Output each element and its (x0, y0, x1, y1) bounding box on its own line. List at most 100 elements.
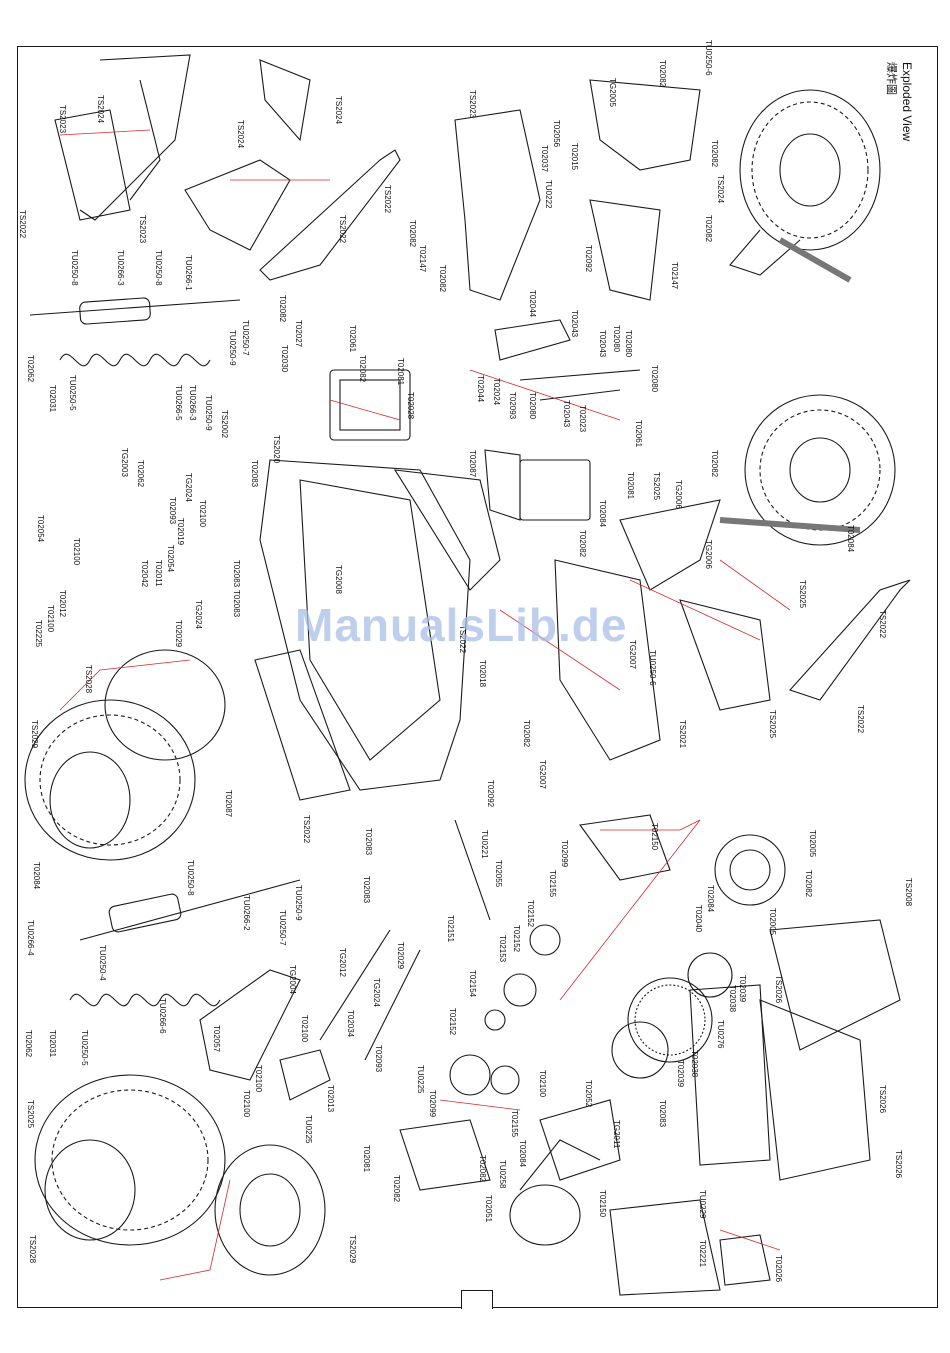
part-label: TS2025 (768, 710, 777, 739)
part-label: TU0250-9 (228, 330, 237, 366)
part-label: TS2023 (468, 90, 477, 119)
part-label: T02092 (486, 780, 495, 808)
part-label: T02044 (476, 375, 485, 403)
front-arm-lower (619, 499, 911, 711)
part-label: TU0225 (304, 1115, 313, 1144)
part-label: TG2005 (608, 78, 617, 107)
part-label: TU0250-8 (186, 860, 195, 896)
part-label: TU0266-1 (184, 255, 193, 291)
part-label: T02040 (694, 905, 703, 933)
part-label: TS2025 (652, 472, 661, 501)
part-label: T02012 (58, 590, 67, 618)
part-label: TS2028 (28, 1235, 37, 1264)
part-label: T02100 (300, 1015, 309, 1043)
part-label: T02062 (24, 1030, 33, 1058)
part-label: TG2024 (194, 600, 203, 629)
part-label: T02052 (584, 1080, 593, 1108)
part-label: T02082 (392, 1175, 401, 1203)
part-label: TS2029 (348, 1235, 357, 1264)
part-label: TS2026 (894, 1150, 903, 1179)
part-label: TU0250-6 (648, 650, 657, 686)
part-label: T02026 (774, 1255, 783, 1283)
motor-cover (609, 1199, 771, 1296)
rear-shock-tower (54, 54, 191, 221)
part-label: T02099 (428, 1090, 437, 1118)
part-label: T02037 (540, 145, 549, 173)
part-label: TS2024 (334, 96, 343, 125)
part-label: TU0250-9 (204, 395, 213, 431)
part-label: T02031 (48, 385, 57, 413)
part-label: TG2007 (628, 640, 637, 669)
part-label: T02081 (362, 1145, 371, 1173)
part-label: TS2023 (58, 105, 67, 134)
part-label: TS2023 (138, 215, 147, 244)
part-label: T02082 (804, 870, 813, 898)
part-label: T02155 (510, 1110, 519, 1138)
part-label: T02082 (578, 530, 587, 558)
part-label: TS2008 (904, 878, 913, 907)
part-label: T02029 (396, 942, 405, 970)
part-label: T02082 (438, 265, 447, 293)
part-label: TS2022 (18, 210, 27, 239)
part-label: T02225 (34, 620, 43, 648)
part-label: TU0250-8 (154, 250, 163, 286)
part-label: T02093 (508, 392, 517, 420)
part-label: T02100 (72, 538, 81, 566)
part-label: T02100 (254, 1065, 263, 1093)
part-label: TU0258 (498, 1160, 507, 1189)
part-label: T02081 (626, 472, 635, 500)
part-label: T02093 (374, 1045, 383, 1073)
part-label: T02081 (396, 358, 405, 386)
part-label: T02152 (448, 1008, 457, 1036)
part-label: T02083 (658, 1100, 667, 1128)
transmission (399, 814, 671, 1191)
part-label: T02087 (468, 450, 477, 478)
part-label: T02150 (650, 823, 659, 851)
part-label: T02062 (136, 460, 145, 488)
part-label: TG2024 (372, 978, 381, 1007)
part-label: T02082 (358, 355, 367, 383)
part-label: T02083 (362, 876, 371, 904)
part-label: T02029 (174, 620, 183, 648)
part-label: TS2020 (272, 435, 281, 464)
part-label: TG2008 (334, 565, 343, 594)
part-label: TG2006 (704, 540, 713, 569)
front-shock-lower (69, 879, 301, 1007)
part-label: T02061 (348, 325, 357, 353)
wheel-top-right (729, 89, 881, 283)
part-label: TS2022 (458, 625, 467, 654)
wheel-front-right (719, 394, 896, 546)
rear-shock-upper (29, 297, 241, 367)
part-label: T02082 (478, 1155, 487, 1183)
part-label: T02147 (670, 262, 679, 290)
part-label: T02023 (578, 405, 587, 433)
part-label: TU0250-4 (98, 945, 107, 981)
rear-arm-lower (199, 969, 331, 1101)
spur-gear (611, 834, 786, 1079)
part-label: T02027 (294, 320, 303, 348)
part-label: T02011 (154, 560, 163, 587)
part-label: T02100 (46, 605, 55, 633)
part-label: T02056 (552, 120, 561, 148)
part-label: T02055 (494, 860, 503, 888)
part-label: TU0266-3 (116, 250, 125, 286)
part-label: TG2012 (338, 948, 347, 977)
part-label: T02043 (570, 310, 579, 338)
part-label: T02080 (528, 392, 537, 420)
part-label: TS2022 (856, 705, 865, 734)
part-label: T02083 (232, 590, 241, 618)
part-label: T02015 (570, 143, 579, 171)
part-label: T02152 (526, 900, 535, 928)
part-label: T02084 (846, 525, 855, 553)
part-label: T02084 (598, 500, 607, 528)
part-label: T02083 (232, 560, 241, 588)
part-label: T02093 (168, 497, 177, 525)
motor (509, 1099, 621, 1246)
part-label: TS2024 (96, 95, 105, 124)
part-label: TS2026 (878, 1085, 887, 1114)
part-label: TS2026 (774, 975, 783, 1004)
part-label: TS2022 (383, 185, 392, 214)
part-label: T02031 (48, 1030, 57, 1058)
